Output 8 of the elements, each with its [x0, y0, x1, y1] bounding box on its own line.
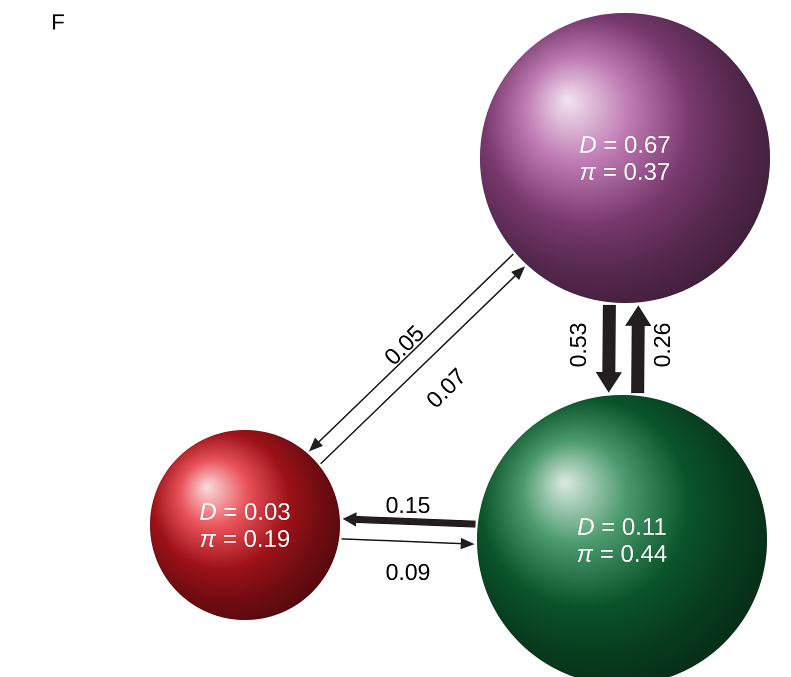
- edge-label: 0.15: [386, 496, 430, 514]
- edge-label: 0.09: [386, 564, 430, 580]
- edge-label: 0.53: [570, 324, 586, 366]
- sphere: D = 0.03 π = 0.19: [150, 430, 340, 620]
- panel-letter: F: [53, 14, 64, 30]
- edge-label: 0.26: [654, 324, 670, 366]
- edge-label: 0.05: [385, 324, 423, 364]
- sphere: D = 0.67 π = 0.37: [480, 12, 770, 304]
